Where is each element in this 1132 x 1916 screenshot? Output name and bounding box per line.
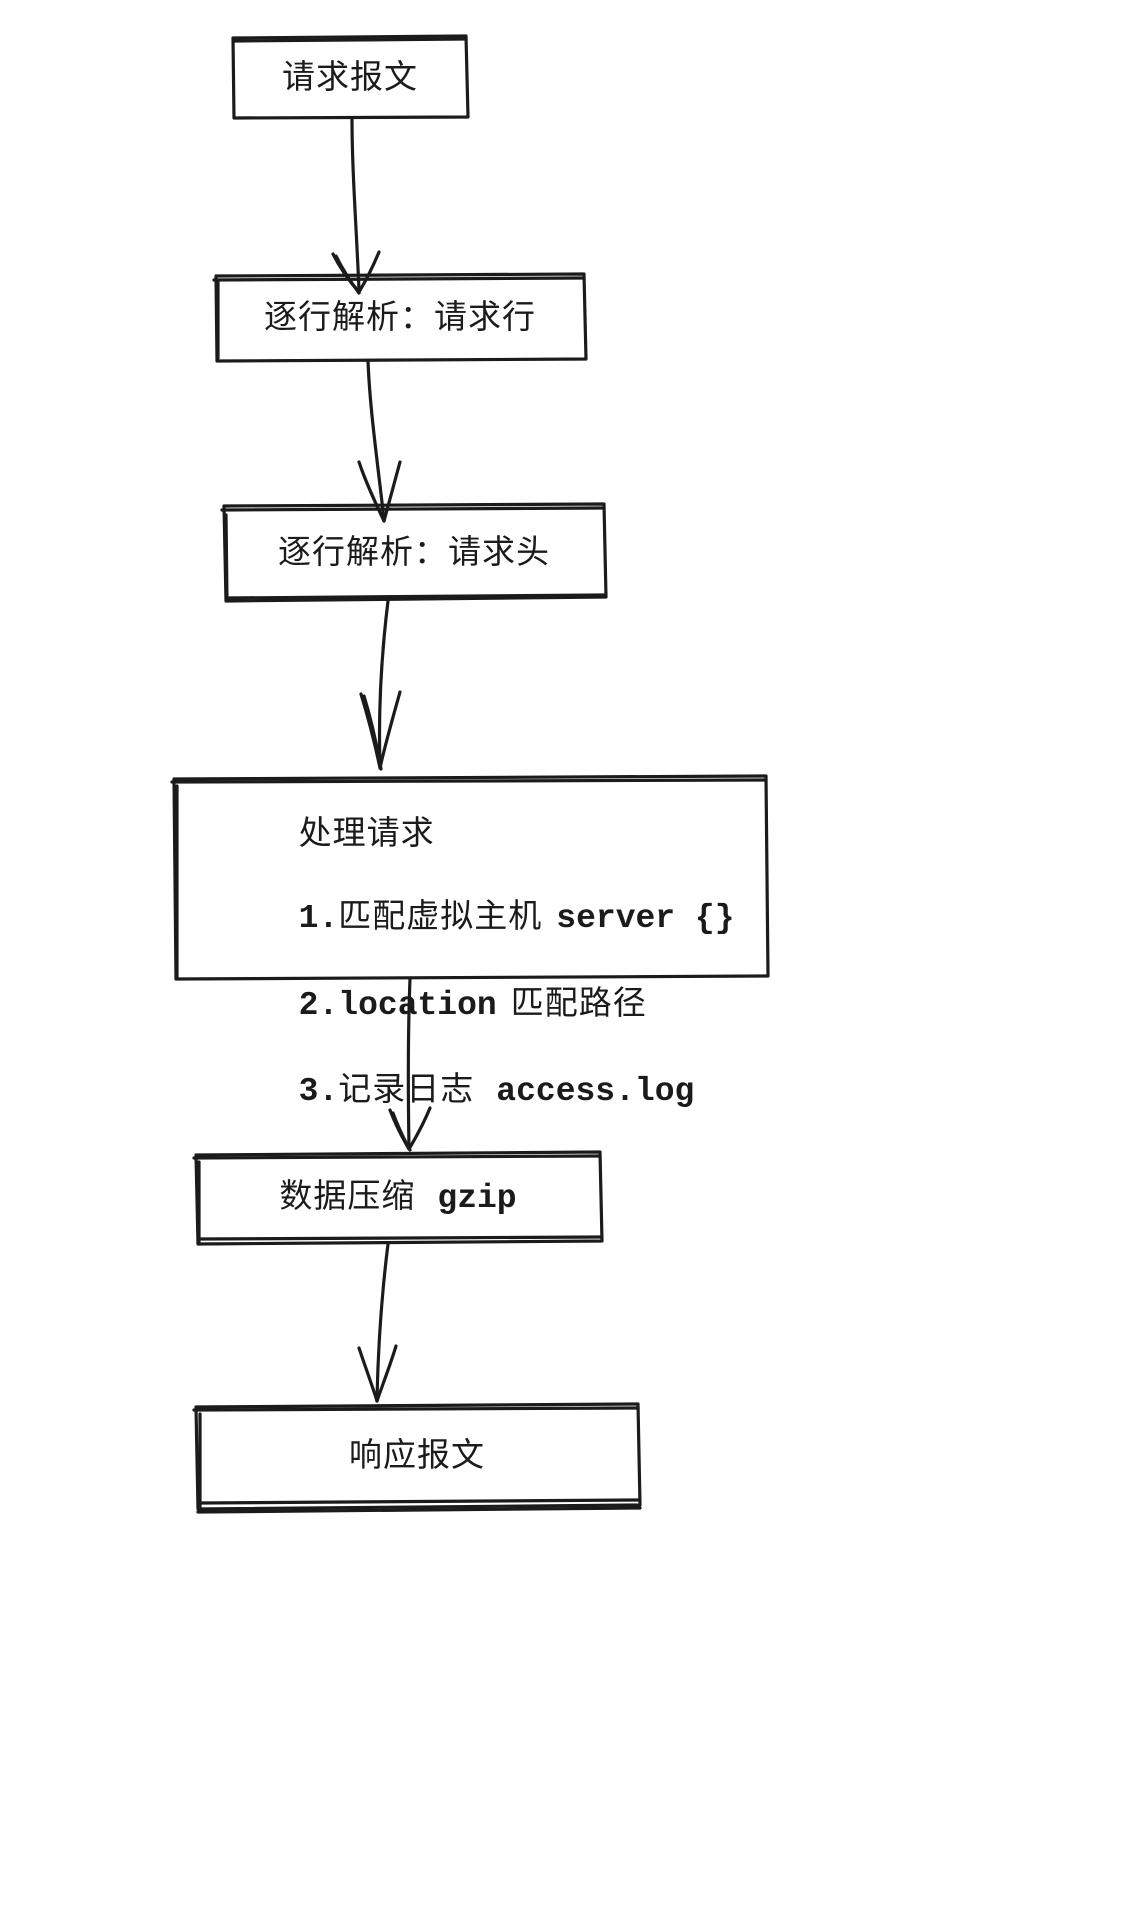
node-parse-request-line[interactable]: 逐行解析：请求行 <box>214 274 586 360</box>
process-request-step-1: 1. 匹配虚拟主机 server {} <box>272 877 768 957</box>
node-code-compress: gzip <box>437 1179 517 1217</box>
process-request-step-2: 2. location 匹配路径 <box>272 964 768 1044</box>
node-label-compress: 数据压缩 <box>279 1176 416 1214</box>
node-label-request-message: 请求报文 <box>282 58 418 96</box>
arrow-compress-to-response-message <box>357 1242 398 1403</box>
step-3-code: access.log <box>496 1072 695 1110</box>
node-compress[interactable]: 数据压缩 gzip <box>194 1152 602 1242</box>
step-1-text: 匹配虚拟主机 <box>338 897 543 935</box>
arrow-parse-request-header-to-process-request <box>359 599 402 771</box>
step-2-number: 2. <box>298 986 339 1024</box>
node-process-request[interactable]: 处理请求 1. 匹配虚拟主机 server {} 2. location 匹配路… <box>172 776 768 1110</box>
process-request-step-3: 3. 记录日志 access.log <box>272 1050 768 1130</box>
process-request-heading: 处理请求 <box>298 814 435 851</box>
node-label-parse-request-header: 逐行解析：请求头 <box>278 533 550 571</box>
step-2-text: 匹配路径 <box>510 983 647 1021</box>
node-parse-request-header[interactable]: 逐行解析：请求头 <box>222 504 606 600</box>
step-3-text: 记录日志 <box>338 1069 475 1107</box>
node-response-message[interactable]: 响应报文 <box>194 1404 640 1506</box>
arrow-parse-request-line-to-parse-request-header <box>357 359 402 523</box>
arrow-request-message-to-parse-request-line <box>331 116 381 295</box>
step-3-number: 3. <box>298 1072 339 1110</box>
step-1-number: 1. <box>298 900 339 938</box>
node-label-parse-request-line: 逐行解析：请求行 <box>264 298 536 336</box>
step-1-code: server {} <box>556 900 735 938</box>
node-label-response-message: 响应报文 <box>349 1436 485 1474</box>
node-request-message[interactable]: 请求报文 <box>232 36 468 118</box>
step-2-code: location <box>338 986 497 1024</box>
